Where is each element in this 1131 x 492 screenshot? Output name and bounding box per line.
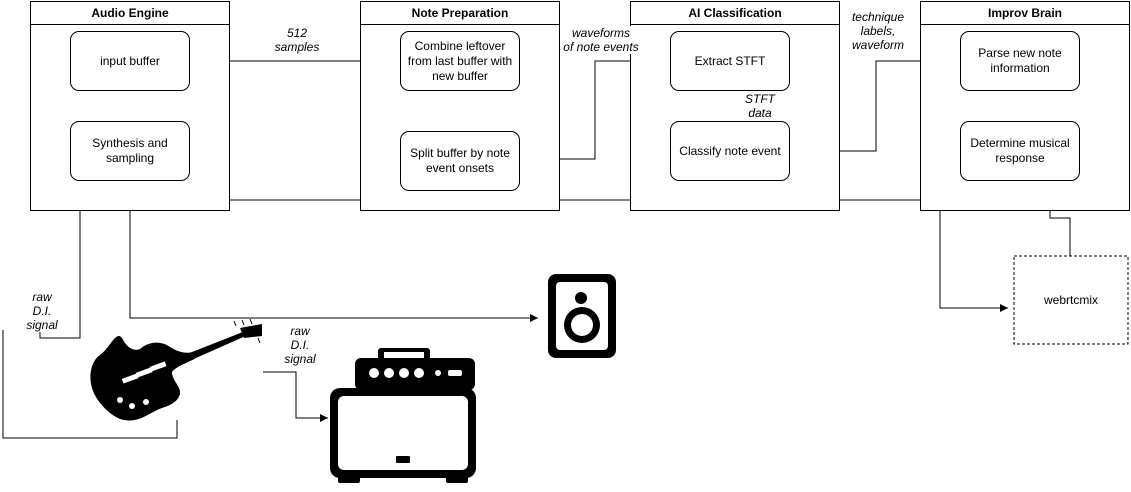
node-combine: Combine leftover from last buffer with n… [400, 31, 520, 91]
amplifier-icon [330, 348, 476, 483]
node-webrtcmix: webrtcmix [1043, 293, 1098, 307]
node-input-buffer: input buffer [70, 31, 190, 91]
webrtcmix-cloud [1013, 255, 1129, 345]
edge-guitar-to-input [2, 330, 178, 439]
node-determine: Determine musical response [960, 121, 1080, 181]
speaker-icon [548, 274, 616, 358]
label-raw-di-amp: raw D.I. signal [280, 324, 320, 366]
guitar-icon [90, 318, 262, 421]
stage-title-note-preparation: Note Preparation [361, 2, 559, 25]
label-raw-di-left: raw D.I. signal [22, 290, 62, 332]
edge-guitar-to-amp [263, 371, 328, 422]
edge-synthesis-to-speaker [129, 181, 538, 322]
node-split: Split buffer by note event onsets [400, 131, 520, 191]
label-samples: 512 samples [262, 26, 332, 54]
stage-title-improv-brain: Improv Brain [921, 2, 1129, 25]
node-parse: Parse new note information [960, 31, 1080, 91]
stage-title-ai-classification: AI Classification [631, 2, 839, 25]
node-extract-stft: Extract STFT [670, 31, 790, 91]
label-waveforms: waveforms of note events [560, 26, 642, 54]
node-classify: Classify note event [670, 121, 790, 181]
edge-determine-to-synthesis [156, 181, 1021, 201]
stage-title-audio-engine: Audio Engine [31, 2, 229, 25]
label-technique: technique labels, waveform [846, 10, 910, 52]
node-synthesis: Synthesis and sampling [70, 121, 190, 181]
label-stft-data: STFT data [745, 92, 775, 120]
